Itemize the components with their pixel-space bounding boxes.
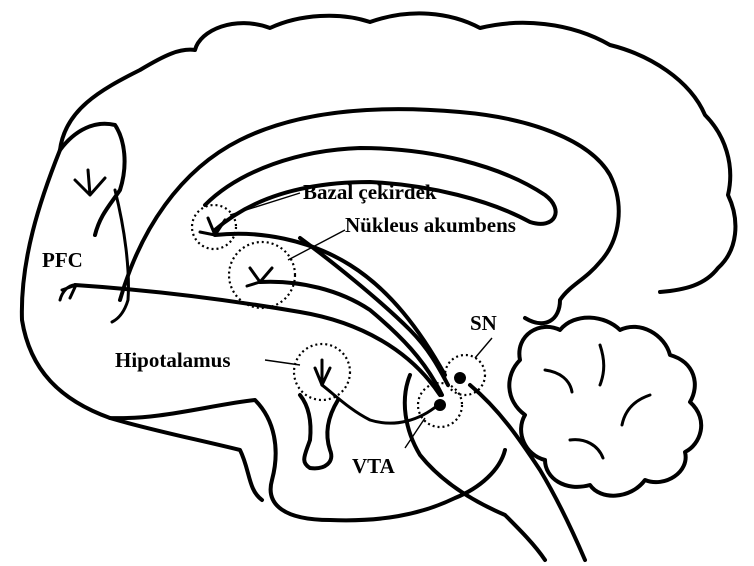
hypothalamus-neuron-icon	[315, 360, 330, 385]
label-vta: VTA	[352, 454, 396, 478]
frontal-inner-line	[112, 190, 128, 322]
label-nukleus-akumbens: Nükleus akumbens	[345, 213, 516, 237]
cerebellum-folia-4	[570, 440, 603, 458]
pathway-to-accumbens	[260, 282, 442, 395]
label-hipotalamus: Hipotalamus	[115, 348, 231, 372]
accumbens-region	[229, 242, 295, 308]
brainstem-right-edge	[470, 385, 585, 560]
hipotalamus-leader-line	[265, 360, 300, 365]
pituitary-stalk	[300, 395, 338, 468]
temporal-lobe	[110, 418, 262, 500]
frontal-lobe-contour	[60, 124, 125, 235]
bazal-leader-line	[230, 193, 300, 215]
cerebellum-folia-1	[545, 370, 572, 392]
pfc-arrow-icon	[60, 285, 76, 300]
label-pfc: PFC	[42, 248, 83, 272]
cerebellum-folia-3	[622, 395, 650, 425]
mesocortical-pathway	[75, 285, 440, 395]
cerebellum-folia-2	[600, 345, 604, 385]
pfc-branch-icon	[75, 170, 105, 195]
brainstem-outline	[405, 375, 545, 560]
label-bazal-cekirdek: Bazal çekirdek	[303, 180, 437, 204]
sn-soma	[454, 372, 466, 384]
sn-leader-line	[475, 338, 492, 358]
basal-ganglia-region	[192, 205, 236, 249]
vta-soma	[434, 399, 446, 411]
label-sn: SN	[470, 311, 497, 335]
